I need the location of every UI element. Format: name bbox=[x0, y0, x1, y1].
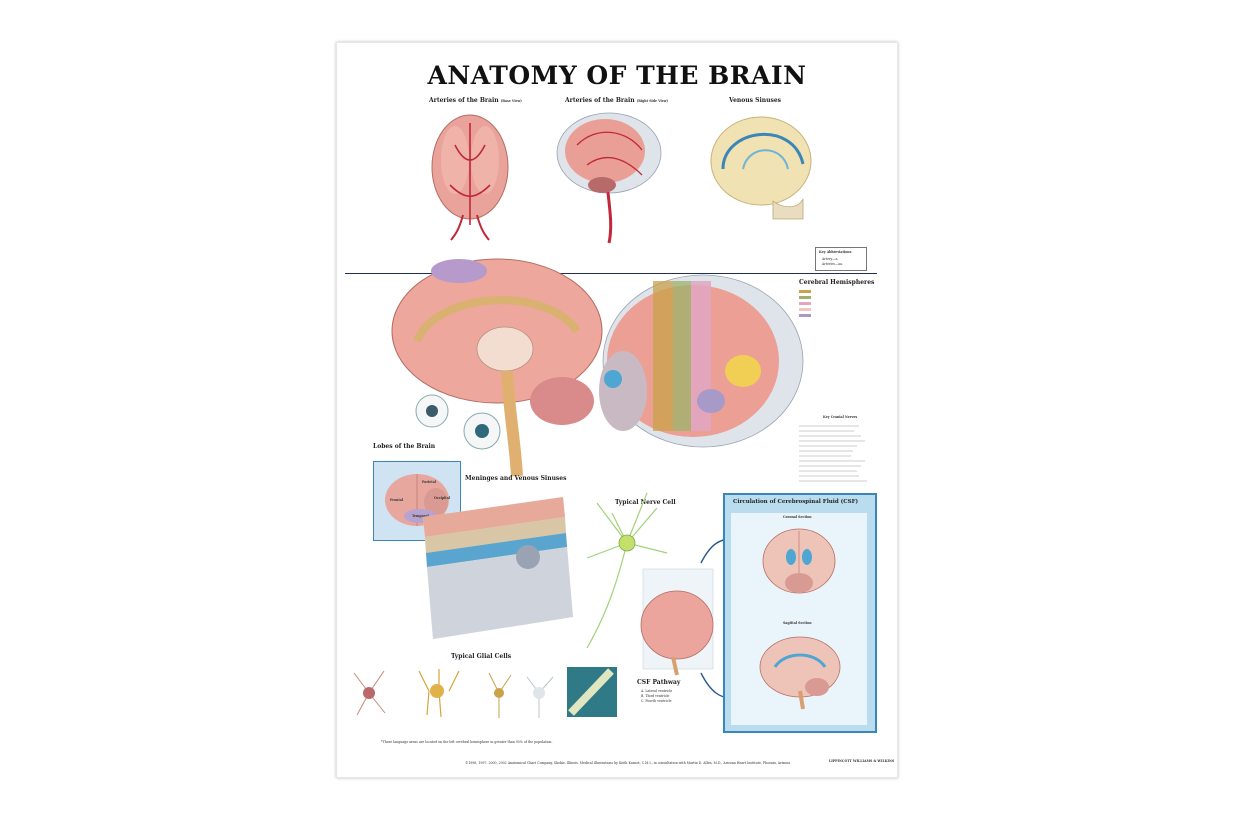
copyright-line: ©1996, 1997, 2000, 2002 Anatomical Chart… bbox=[465, 761, 791, 765]
legend-swatch bbox=[799, 314, 811, 317]
sagittal-section-title: Sagittal Section bbox=[783, 621, 812, 625]
venous-sinuses-illustration bbox=[710, 116, 812, 220]
key-abbreviations-title: Key Abbreviations bbox=[819, 250, 852, 254]
sagittal-section-illustration bbox=[759, 636, 841, 710]
abbrev-item: Arteries—aa. bbox=[822, 262, 844, 266]
arteries-base-illustration bbox=[431, 114, 509, 241]
lobe-label-parietal: Parietal bbox=[422, 480, 437, 484]
heading-venous-sinuses: Venous Sinuses bbox=[729, 97, 782, 104]
csf-brain-illustration bbox=[640, 568, 714, 676]
arteries-side-illustration bbox=[556, 112, 662, 244]
meninges-illustration bbox=[423, 497, 573, 639]
cranial-nerves-list-lines bbox=[799, 425, 867, 482]
heading-meninges: Meninges and Venous Sinuses bbox=[465, 475, 567, 482]
abbrev-item: Artery—a. bbox=[822, 257, 839, 261]
key-abbreviations-box: Key Abbreviations Artery—a. Arteries—aa. bbox=[815, 247, 867, 271]
csf-pathway-item: B. Third ventricle bbox=[641, 694, 670, 698]
coronal-section-title: Coronal Section bbox=[783, 515, 812, 519]
heading-nerve-cell: Typical Nerve Cell bbox=[615, 499, 676, 506]
heading-cerebral-hemispheres: Cerebral Hemispheres bbox=[799, 279, 875, 286]
divider-rule bbox=[345, 273, 877, 275]
lobe-label-occipital: Occipital bbox=[434, 496, 451, 500]
anatomy-poster: ANATOMY OF THE BRAIN Arteries of the Bra… bbox=[336, 42, 898, 778]
lobe-label-frontal: Frontal bbox=[390, 498, 404, 502]
lateral-brain-illustration bbox=[599, 274, 804, 448]
coronal-section-illustration bbox=[762, 528, 836, 594]
glial-cells-illustration bbox=[353, 667, 617, 718]
heading-csf-pathway: CSF Pathway bbox=[637, 679, 681, 686]
heading-csf-circulation: Circulation of Cerebrospinal Fluid (CSF) bbox=[733, 499, 859, 505]
heading-lobes: Lobes of the Brain bbox=[373, 443, 436, 450]
legend-swatch bbox=[799, 308, 811, 311]
csf-inner-panel: Coronal Section Sagittal Section bbox=[731, 513, 867, 725]
legend-swatch bbox=[799, 302, 811, 305]
csf-pathway-item: C. Fourth ventricle bbox=[641, 699, 672, 703]
csf-pathway-item: A. Lateral ventricle bbox=[641, 689, 673, 693]
nerve-cell-illustration bbox=[586, 492, 668, 649]
poster-title: ANATOMY OF THE BRAIN bbox=[427, 61, 807, 90]
legend-swatch bbox=[799, 296, 811, 299]
lobe-label-temporal: Temporal bbox=[412, 514, 429, 518]
sagittal-brain-illustration bbox=[391, 258, 603, 477]
heading-glial-cells: Typical Glial Cells bbox=[451, 653, 512, 660]
heading-arteries-base: Arteries of the Brain (Base View) bbox=[429, 97, 522, 104]
publisher-logo: LIPPINCOTT WILLIAMS & WILKINS bbox=[829, 759, 895, 763]
csf-circulation-panel: Circulation of Cerebrospinal Fluid (CSF)… bbox=[723, 493, 877, 733]
heading-arteries-side: Arteries of the Brain (Right Side View) bbox=[565, 97, 668, 104]
key-cranial-nerves-title: Key Cranial Nerves bbox=[823, 415, 858, 419]
footnote: *These language areas are located on the… bbox=[381, 740, 553, 744]
legend-swatch bbox=[799, 290, 811, 293]
